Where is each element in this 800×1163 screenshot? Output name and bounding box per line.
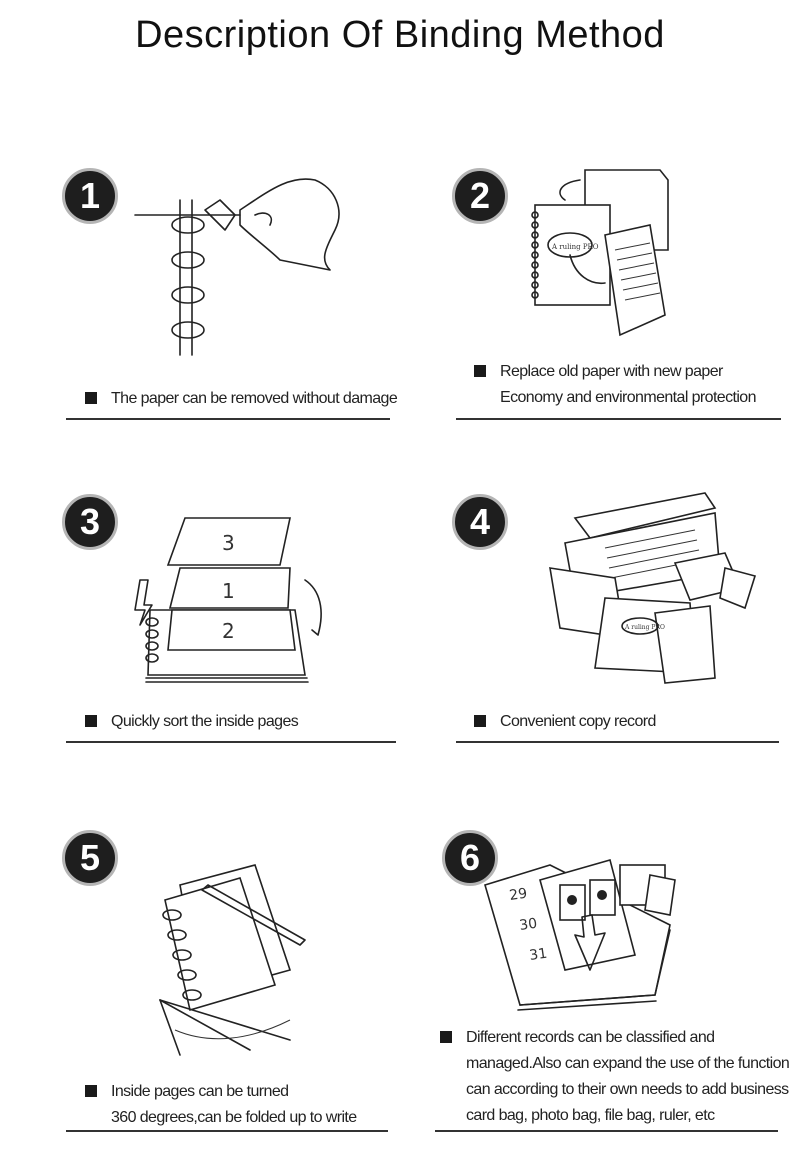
step-3-caption: Quickly sort the inside pages	[85, 709, 299, 735]
bullet-icon	[85, 715, 97, 727]
sort-pages-illustration: 3 1 2	[134, 517, 322, 683]
replace-paper-illustration: A ruling PRO	[531, 169, 669, 337]
step-6-caption: Different records can be classified and …	[440, 1025, 790, 1129]
step-5-badge: 5	[62, 830, 118, 886]
page-mark: 2	[222, 619, 235, 643]
calendar-number: 29	[508, 886, 528, 904]
logo-text: A ruling PRO	[624, 624, 665, 631]
bullet-icon	[85, 392, 97, 404]
step-6-badge: 6	[442, 830, 498, 886]
bullet-icon	[85, 1085, 97, 1097]
bullet-icon	[474, 365, 486, 377]
step-2-divider	[456, 418, 781, 420]
step-2-badge: 2	[452, 168, 508, 224]
calendar-number: 31	[528, 946, 548, 964]
page-mark: 1	[222, 579, 235, 603]
step-1-badge: 1	[62, 168, 118, 224]
step-3-divider	[66, 741, 396, 743]
step-2-caption: Replace old paper with new paper Economy…	[474, 359, 757, 411]
logo-text: A ruling PRO	[551, 243, 599, 251]
step-6-divider	[435, 1130, 778, 1132]
page-title: Description Of Binding Method	[135, 14, 665, 56]
turn-pages-illustration	[159, 864, 306, 1056]
step-4-divider	[456, 741, 779, 743]
bullet-icon	[474, 715, 486, 727]
step-1-divider	[66, 418, 390, 420]
calendar-number: 30	[518, 916, 538, 934]
classify-records-illustration: 29 30 31	[484, 859, 676, 1011]
bullet-icon	[440, 1031, 452, 1043]
step-4-badge: 4	[452, 494, 508, 550]
step-1-caption: The paper can be removed without damage	[85, 386, 398, 412]
page-mark: 3	[222, 531, 235, 555]
step-5-divider	[66, 1130, 388, 1132]
step-3-badge: 3	[62, 494, 118, 550]
step-4-caption: Convenient copy record	[474, 709, 656, 735]
step-5-caption: Inside pages can be turned 360 degrees,c…	[85, 1079, 357, 1131]
copy-record-illustration: A ruling PRO	[549, 492, 757, 684]
remove-paper-illustration	[134, 178, 340, 356]
